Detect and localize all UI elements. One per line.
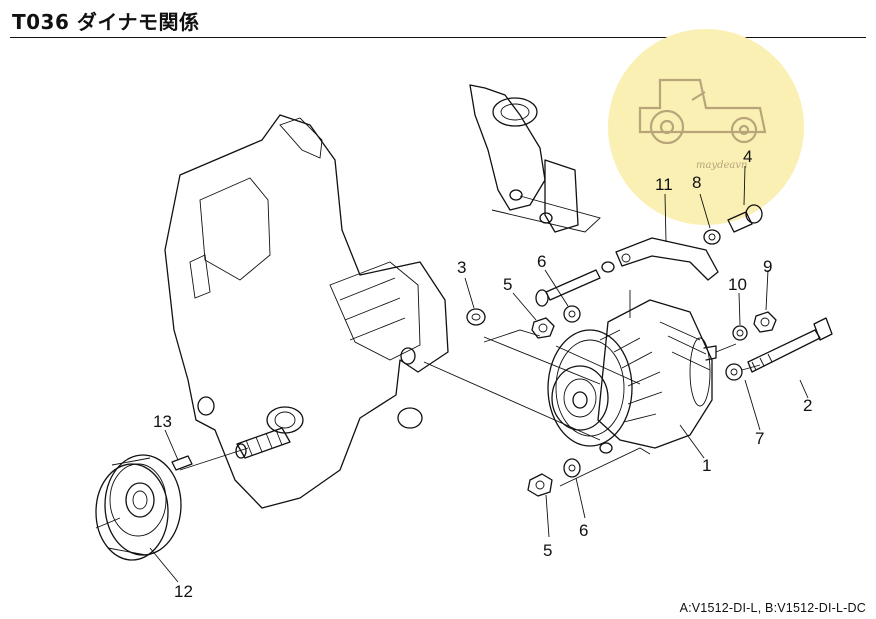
nut-9 <box>753 311 777 333</box>
assembly-lines <box>95 290 761 529</box>
callout-5-upper: 5 <box>503 275 512 294</box>
callout-numbers: 1 2 3 4 5 5 6 6 7 8 9 10 11 12 13 <box>153 147 812 601</box>
alternator-dynamo <box>547 299 717 454</box>
bolt-long <box>747 317 833 373</box>
callout-11: 11 <box>655 175 673 194</box>
callout-13: 13 <box>153 412 172 431</box>
washer-7 <box>725 363 743 381</box>
callout-3: 3 <box>457 258 466 277</box>
washer-6-upper <box>563 305 581 323</box>
callout-12: 12 <box>174 582 193 601</box>
callout-8: 8 <box>692 173 701 192</box>
callout-leaders <box>149 165 809 583</box>
nut-upper <box>531 317 555 339</box>
alternator-stay-bracket <box>615 237 719 281</box>
callout-9: 9 <box>763 257 772 276</box>
callout-10: 10 <box>728 275 747 294</box>
bolt-adjusting <box>535 261 615 307</box>
title-rule <box>10 37 866 38</box>
nut-lower <box>527 473 553 497</box>
watermark-text: maydeavn <box>696 160 747 171</box>
callout-5-lower: 5 <box>543 541 552 560</box>
crankshaft-nose <box>235 427 291 459</box>
callout-1: 1 <box>702 456 711 475</box>
callout-6-upper: 6 <box>537 252 546 271</box>
page-title: T036 ダイナモ関係 <box>12 10 200 34</box>
woodruff-key <box>171 455 193 471</box>
washer-6-lower <box>563 458 581 478</box>
gear-case-housing <box>164 114 449 509</box>
watermark-logo: maydeavn <box>608 29 804 225</box>
washer-3 <box>466 308 486 326</box>
washer-8 <box>703 229 721 245</box>
thermostat-housing <box>469 84 601 233</box>
washer-10 <box>732 325 748 341</box>
callout-6-lower: 6 <box>579 521 588 540</box>
callout-2: 2 <box>803 396 812 415</box>
callout-7: 7 <box>755 429 764 448</box>
bolt-short <box>727 204 763 233</box>
crankshaft-pulley <box>95 454 182 561</box>
model-note: A:V1512-DI-L, B:V1512-DI-L-DC <box>679 601 866 615</box>
callout-4: 4 <box>743 147 752 166</box>
